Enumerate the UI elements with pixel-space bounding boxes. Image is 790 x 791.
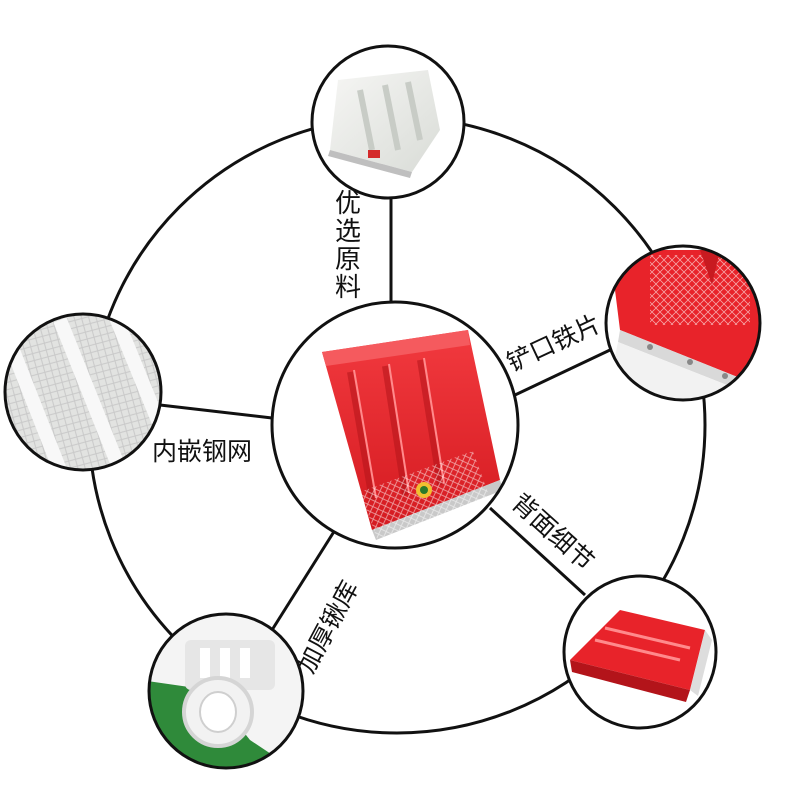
- label-top: 优选原料: [333, 190, 363, 302]
- white-shovel: [310, 44, 466, 200]
- label-top-char: 选: [334, 217, 361, 247]
- label-right-top: 铲口铁片: [502, 309, 605, 378]
- back-detail-closeup: [562, 574, 718, 730]
- label-left: 内嵌钢网: [152, 437, 253, 466]
- label-left-bottom: 加厚锹库: [292, 576, 365, 678]
- spoke-right-top: [514, 348, 611, 397]
- label-right-bottom: 背面细节: [506, 488, 600, 576]
- label-top-char: 料: [334, 273, 361, 303]
- spoke-left: [159, 403, 273, 420]
- spoke-right-bottom: [488, 506, 587, 597]
- steel-edge-closeup: [604, 244, 762, 402]
- label-top-char: 优: [334, 189, 361, 219]
- center-red-shovel: [270, 300, 520, 550]
- spoke-left-bottom: [270, 529, 337, 631]
- handle-socket-closeup: [147, 612, 305, 770]
- mesh-texture-closeup: [3, 312, 163, 472]
- label-top-char: 原: [334, 245, 361, 275]
